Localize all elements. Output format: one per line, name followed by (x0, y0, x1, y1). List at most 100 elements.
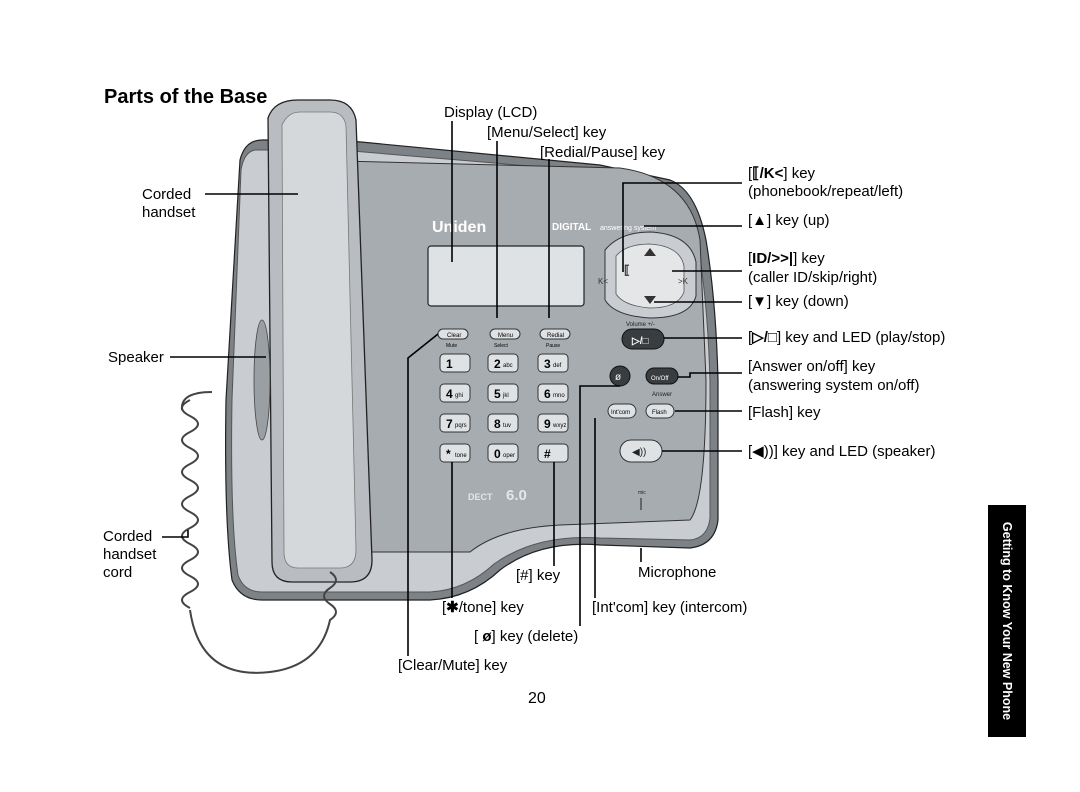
svg-text:Flash: Flash (652, 410, 667, 416)
speaker-icon: ◀)) (752, 443, 774, 460)
dect-logo: DECT (468, 492, 493, 502)
redial-pause-button (539, 328, 571, 340)
play-stop-icon: ▷/□ (752, 329, 777, 346)
svg-text:tone: tone (455, 453, 467, 459)
svg-text:9: 9 (544, 417, 551, 431)
key-pound: # (537, 443, 569, 463)
label-handset-cord: Corded handset cord (103, 528, 157, 581)
svg-text:answering system: answering system (600, 225, 656, 232)
svg-text:abc: abc (503, 363, 513, 369)
svg-text:DIGITAL: DIGITAL (552, 222, 591, 233)
lcd-display (427, 245, 585, 307)
svg-text:5: 5 (494, 387, 501, 401)
svg-text:7: 7 (446, 417, 453, 431)
label-down-key: [▼] key (down) (748, 293, 849, 310)
svg-text:4: 4 (446, 387, 453, 401)
label-answer-desc: (answering system on/off) (748, 377, 920, 394)
svg-text:>K: >K (678, 277, 689, 286)
menu-select-button (489, 328, 521, 340)
answer-onoff-button (645, 367, 679, 385)
svg-text:Pause: Pause (546, 343, 560, 349)
intercom-button (607, 403, 637, 419)
svg-text:0: 0 (494, 447, 501, 461)
play-stop-button (621, 328, 665, 350)
svg-text:6.0: 6.0 (506, 487, 527, 504)
svg-text:jkl: jkl (502, 393, 509, 399)
page-title: Parts of the Base (104, 86, 268, 108)
label-up-key: [▲] key (up) (748, 212, 830, 229)
label-play-key: [▷/□] key and LED (play/stop) (748, 329, 946, 346)
brand-logo: Uniden (432, 219, 486, 236)
svg-text:wxyz: wxyz (552, 423, 566, 429)
svg-text:⟦: ⟦ (624, 263, 630, 277)
label-display: Display (LCD) (444, 104, 538, 121)
key-star: * tone (439, 443, 471, 463)
key-1: 1 (439, 353, 471, 373)
svg-text:def: def (553, 363, 562, 369)
label-phonebook-key: [⟦/K<] key (748, 165, 816, 182)
label-clear-mute: [Clear/Mute] key (398, 657, 508, 674)
svg-text:Redial: Redial (547, 333, 564, 339)
svg-text:tuv: tuv (503, 423, 511, 429)
svg-text:mic: mic (638, 490, 646, 496)
svg-text:Menu: Menu (498, 333, 513, 339)
label-intercom-key: [Int'com] key (intercom) (592, 599, 748, 616)
svg-text:K<: K< (598, 277, 608, 286)
label-corded-handset: Corded handset (142, 186, 196, 221)
svg-text:◀)): ◀)) (632, 447, 646, 458)
svg-text:ghi: ghi (455, 393, 463, 399)
up-triangle-icon: ▲ (752, 212, 768, 229)
section-tab: Getting to Know Your New Phone (988, 505, 1026, 737)
speaker-grille (253, 319, 271, 441)
label-answer-key: [Answer on/off] key (748, 358, 876, 375)
section-tab-label: Getting to Know Your New Phone (1000, 521, 1014, 721)
label-callerid-desc: (caller ID/skip/right) (748, 269, 878, 286)
callout-lines (162, 121, 742, 656)
svg-text:pqrs: pqrs (455, 423, 467, 429)
flash-button (645, 403, 675, 419)
callerid-icon: ID/>>| (752, 250, 794, 267)
down-triangle-icon: ▼ (752, 293, 768, 310)
svg-text:1: 1 (446, 357, 453, 371)
svg-text:ø: ø (615, 372, 621, 383)
label-callerid-key: [ID/>>|] key (748, 250, 825, 267)
label-microphone: Microphone (638, 564, 717, 581)
svg-text:*: * (446, 447, 451, 461)
phonebook-icon: ⟦/K< (752, 165, 784, 182)
svg-text:Select: Select (494, 343, 509, 349)
page-number: 20 (528, 690, 546, 707)
svg-text:Clear: Clear (447, 333, 461, 339)
svg-text:▷/□: ▷/□ (631, 336, 649, 347)
star-icon: ✱ (446, 599, 459, 616)
label-phonebook-desc: (phonebook/repeat/left) (748, 183, 904, 200)
svg-text:6: 6 (544, 387, 551, 401)
svg-text:oper: oper (503, 453, 515, 459)
label-tone-key: [✱/tone] key (442, 599, 524, 616)
svg-text:2: 2 (494, 357, 501, 371)
svg-text:Mute: Mute (446, 343, 457, 349)
label-delete-key: [ ø] key (delete) (474, 628, 579, 645)
svg-text:8: 8 (494, 417, 501, 431)
label-redial-pause: [Redial/Pause] key (540, 144, 666, 161)
delete-icon: ø (482, 628, 492, 645)
svg-text:On/Off: On/Off (651, 376, 669, 382)
down-arrow-icon (644, 296, 656, 304)
label-speaker: Speaker (108, 349, 164, 366)
handset-cord (180, 391, 337, 674)
svg-text:Int'com: Int'com (611, 410, 630, 416)
label-flash-key: [Flash] key (748, 404, 821, 421)
label-menu-select: [Menu/Select] key (487, 124, 607, 141)
up-arrow-icon (644, 248, 656, 256)
svg-text:#: # (544, 447, 551, 461)
